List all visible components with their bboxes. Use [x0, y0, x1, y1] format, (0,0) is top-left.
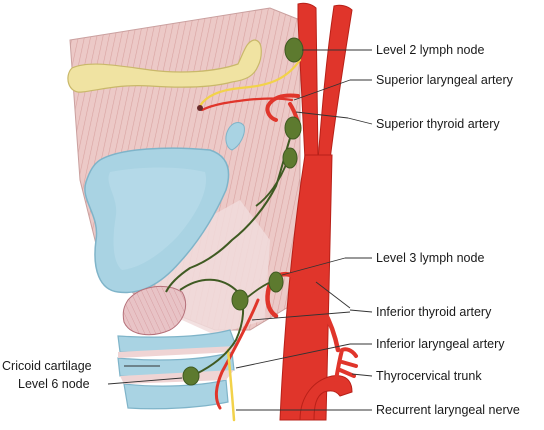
leader-inferior-thyroid-b [251, 311, 351, 321]
prelaryngeal-lymph-node [231, 289, 249, 311]
label-cricoid-cartilage: Cricoid cartilage [2, 359, 92, 373]
hyoid-bone [67, 39, 262, 93]
external-carotid-artery [317, 4, 353, 161]
label-recurrent-laryngeal-nerve: Recurrent laryngeal nerve [376, 403, 520, 417]
laryngeal-foramen [197, 105, 203, 111]
leader-superior-thyroid-2 [347, 117, 373, 125]
tracheal-ring-2 [123, 379, 229, 410]
label-inferior-thyroid-artery: Inferior thyroid artery [376, 305, 492, 319]
label-superior-laryngeal-artery: Superior laryngeal artery [376, 73, 513, 87]
leader-lines [107, 49, 373, 411]
leader-inferior-thyroid-a [315, 281, 351, 309]
superior-laryngeal-artery-vessel [200, 97, 294, 112]
internal-carotid-artery [297, 2, 319, 161]
inferior-laryngeal-artery-vessel [214, 298, 260, 410]
level6-lymph-node [182, 366, 200, 386]
label-thyrocervical-trunk: Thyrocervical trunk [376, 369, 482, 383]
leader-level6 [107, 377, 183, 385]
lymphatic-vessel-upper [165, 131, 293, 293]
lymph-node-upper-chain-2 [282, 147, 298, 169]
leader-thyrocervical [351, 373, 373, 377]
label-level3-lymph-node: Level 3 lymph node [376, 251, 485, 265]
tracheal-membrane [118, 346, 236, 384]
cricothyroid-muscle [122, 285, 186, 336]
leader-inferior-laryngeal [235, 343, 351, 369]
recurrent-laryngeal-nerve-vessel [226, 348, 236, 422]
thyroid-lamina [108, 167, 207, 270]
lymphatic-vessel-lower [179, 278, 244, 375]
leader-superior-thyroid [295, 111, 349, 119]
label-level6-node: Level 6 node [18, 377, 90, 391]
subclavian-artery [299, 375, 353, 421]
thyrocervical-trunk-vessel [334, 347, 358, 382]
label-superior-thyroid-artery: Superior thyroid artery [376, 117, 500, 131]
lymph-node-upper-chain-1 [284, 116, 302, 140]
superior-horn [225, 122, 245, 151]
label-inferior-laryngeal-artery: Inferior laryngeal artery [376, 337, 505, 351]
leader-inferior-thyroid-c [349, 309, 373, 313]
level3-lymph-node [268, 271, 284, 293]
leader-level3 [281, 257, 346, 276]
leader-superior-laryngeal [293, 79, 351, 101]
level2-lymph-node [284, 37, 304, 63]
label-level2-lymph-node: Level 2 lymph node [376, 43, 485, 57]
superior-laryngeal-nerve [198, 58, 302, 108]
